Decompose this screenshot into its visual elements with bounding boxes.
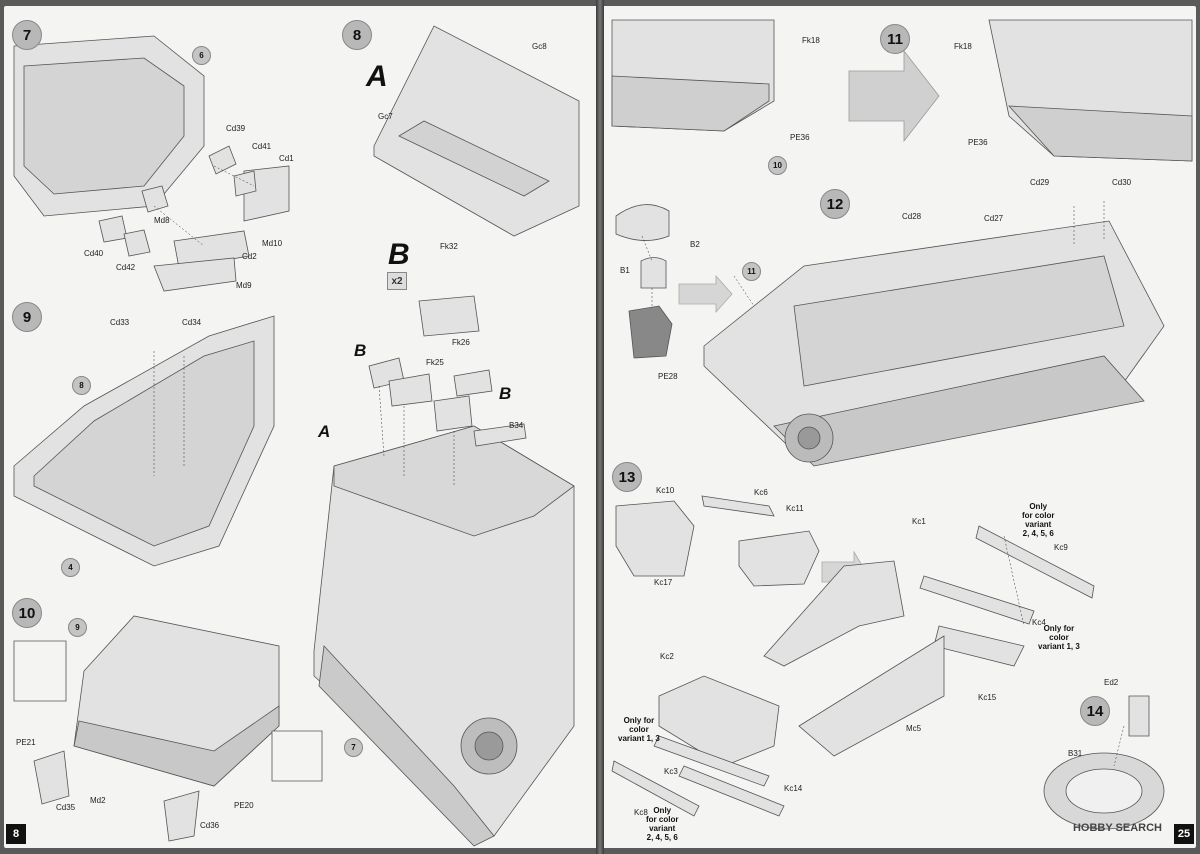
step-7-marker: 7 [12, 20, 42, 50]
right-page-drawings [611, 19, 1193, 830]
left-page-drawings [13, 25, 580, 847]
step-8-callout-a: A [318, 422, 331, 441]
label-cd1: Cd1 [279, 154, 294, 163]
label-fk18-after: Fk18 [954, 42, 972, 51]
s8-sub-b-part [418, 295, 480, 337]
label-b1: B1 [620, 266, 630, 275]
step-11-marker: 11 [880, 24, 910, 54]
note-variant-13-right: Only for color variant 1, 3 [1038, 624, 1080, 651]
label-kc1: Kc1 [912, 517, 926, 526]
label-cd27: Cd27 [984, 214, 1004, 223]
label-pe20: PE20 [234, 801, 254, 810]
s12-part-b2 [615, 204, 670, 241]
s13-part-kc1 [763, 560, 905, 667]
step-9-marker: 9 [12, 302, 42, 332]
label-pe28: PE28 [658, 372, 678, 381]
step-10-marker: 10 [12, 598, 42, 628]
label-cd28: Cd28 [902, 212, 922, 221]
step-11-sub-marker: 10 [768, 156, 787, 175]
step-8-sub-marker: 7 [344, 738, 363, 757]
label-md8: Md8 [154, 216, 170, 225]
label-kc9: Kc9 [1054, 543, 1068, 552]
step-10-sub-marker: 9 [68, 618, 87, 637]
label-fk25: Fk25 [426, 358, 444, 367]
label-kc15: Kc15 [978, 693, 997, 702]
label-kc11: Kc11 [786, 504, 804, 513]
label-cd39: Cd39 [226, 124, 246, 133]
watermark: HOBBY SEARCH [1072, 822, 1162, 834]
step-12-marker: 12 [820, 189, 850, 219]
right-page-number: 25 [1174, 824, 1194, 844]
label-md2: Md2 [90, 796, 106, 805]
note-variant-2456-bottom: Only for color variant 2, 4, 5, 6 [646, 806, 679, 842]
left-page: 7 6 Cd39 Cd41 Cd1 Md8 Cd40 Cd42 Md10 Cd2… [4, 6, 596, 848]
label-cd33: Cd33 [110, 318, 130, 327]
step-13-marker: 13 [612, 462, 642, 492]
step-14-marker: 14 [1080, 696, 1110, 726]
step-12-sub-marker: 11 [742, 262, 761, 281]
label-fk18-before: Fk18 [802, 36, 820, 45]
label-kc2: Kc2 [660, 652, 674, 661]
s8-panel-a [373, 25, 580, 237]
label-gc7: Gc7 [378, 112, 393, 121]
s11-arrow [848, 49, 940, 143]
step-8-multiplier: x2 [387, 272, 407, 290]
label-b31: B31 [1068, 749, 1083, 758]
label-b34: B34 [509, 421, 524, 430]
label-fk32: Fk32 [440, 242, 458, 251]
label-cd35: Cd35 [56, 803, 76, 812]
label-fk26: Fk26 [452, 338, 470, 347]
step-7-sub-marker: 6 [192, 46, 211, 65]
label-pe36-before: PE36 [790, 133, 810, 142]
label-kc14: Kc14 [784, 784, 803, 793]
step-8-marker: 8 [342, 20, 372, 50]
label-ed2: Ed2 [1104, 678, 1119, 687]
step-8-sub-b-title: B [388, 238, 410, 271]
label-cd40: Cd40 [84, 249, 104, 258]
label-cd34: Cd34 [182, 318, 202, 327]
label-md9: Md9 [236, 281, 252, 290]
label-kc6: Kc6 [754, 488, 768, 497]
label-md10: Md10 [262, 239, 283, 248]
right-page: Fk18 PE36 10 11 Fk18 PE36 12 B2 B1 PE28 … [604, 6, 1196, 848]
label-gc8: Gc8 [532, 42, 547, 51]
label-cd29: Cd29 [1030, 178, 1050, 187]
label-cd41: Cd41 [252, 142, 272, 151]
label-pe21: PE21 [16, 738, 36, 747]
label-kc8: Kc8 [634, 808, 648, 817]
label-b2: B2 [690, 240, 700, 249]
label-kc10: Kc10 [656, 486, 675, 495]
label-cd42: Cd42 [116, 263, 136, 272]
label-pe36-after: PE36 [968, 138, 988, 147]
label-cd2: Cd2 [242, 252, 257, 261]
step-8-callout-b-left: B [354, 341, 367, 360]
step-9-sub-marker-bottom: 4 [61, 558, 80, 577]
s13-part-kc17 [615, 500, 695, 577]
label-cd36: Cd36 [200, 821, 220, 830]
label-kc4: Kc4 [1032, 618, 1046, 627]
step-8-sub-a-title: A [366, 60, 388, 93]
s13-part-mc5 [798, 635, 945, 757]
note-variant-13-left: Only for color variant 1, 3 [618, 716, 660, 743]
label-kc17: Kc17 [654, 578, 673, 587]
label-mc5: Mc5 [906, 724, 922, 733]
note-variant-2456-top: Only for color variant 2, 4, 5, 6 [1022, 502, 1055, 538]
s7-part-md9 [153, 257, 237, 292]
step-9-sub-marker-top: 8 [72, 376, 91, 395]
label-kc3: Kc3 [664, 767, 678, 776]
label-cd30: Cd30 [1112, 178, 1132, 187]
step-8-callout-b-right: B [499, 384, 512, 403]
left-page-number: 8 [6, 824, 26, 844]
book-gutter [596, 0, 604, 854]
